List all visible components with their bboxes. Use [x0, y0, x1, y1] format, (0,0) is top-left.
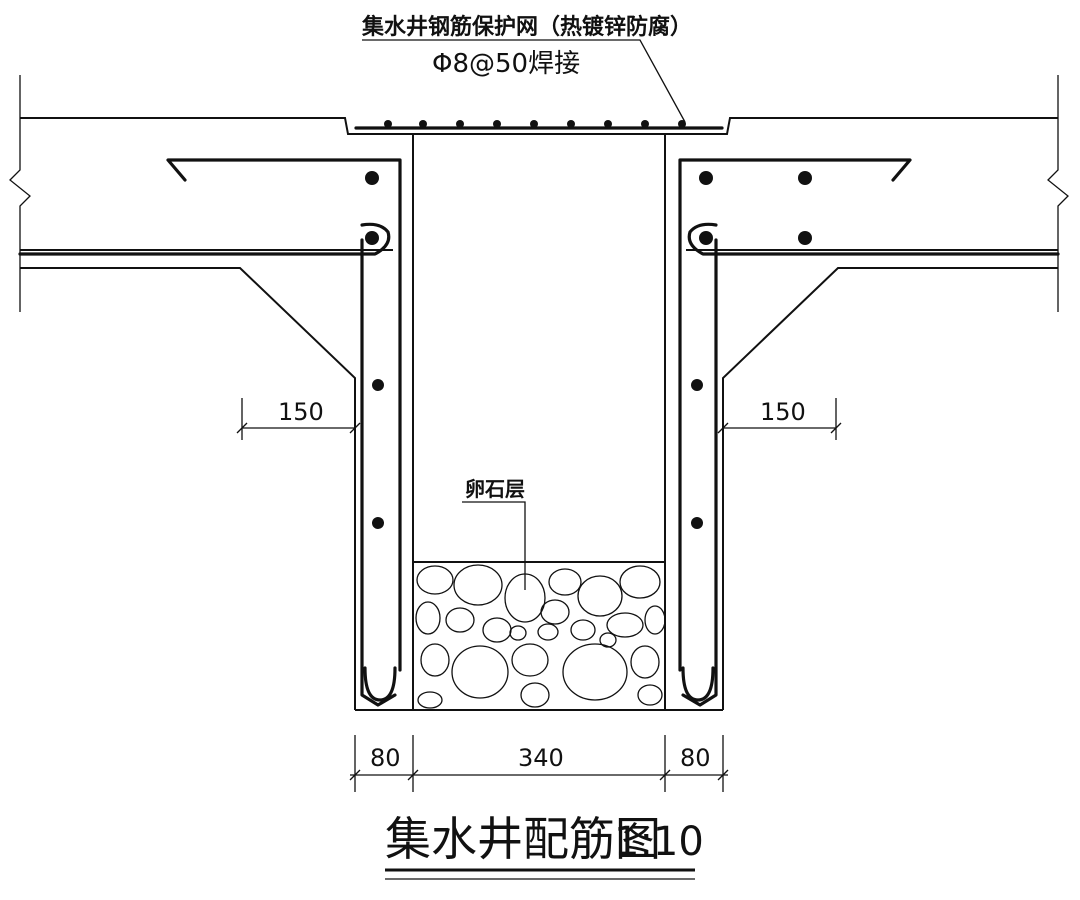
dim-bottom-chain [349, 735, 729, 792]
dim-left-offset [236, 398, 361, 440]
leaders [362, 39, 686, 590]
title-underline [385, 868, 695, 880]
dim-left-wall-label: 80 [370, 744, 401, 772]
pit-inner-walls [412, 134, 666, 710]
drawing-title: 集水井配筋图 [385, 812, 661, 866]
dim-right-wall-label: 80 [680, 744, 711, 772]
slab-outline [9, 75, 1069, 711]
mesh-spec: Φ8@50焊接 [432, 49, 580, 79]
drawing-scale: 1:10 [614, 819, 704, 865]
mesh-title: 集水井钢筋保护网（热镀锌防腐） [361, 14, 692, 40]
dim-left-offset-label: 150 [278, 398, 324, 426]
right-rebar [678, 158, 1060, 707]
gravel-label: 卵石层 [465, 477, 525, 501]
left-rebar [18, 158, 402, 707]
dim-right-offset [717, 398, 842, 440]
dim-right-offset-label: 150 [760, 398, 806, 426]
gravel-layer [415, 564, 664, 709]
protection-mesh [354, 120, 724, 130]
dim-inner-width-label: 340 [518, 744, 564, 772]
